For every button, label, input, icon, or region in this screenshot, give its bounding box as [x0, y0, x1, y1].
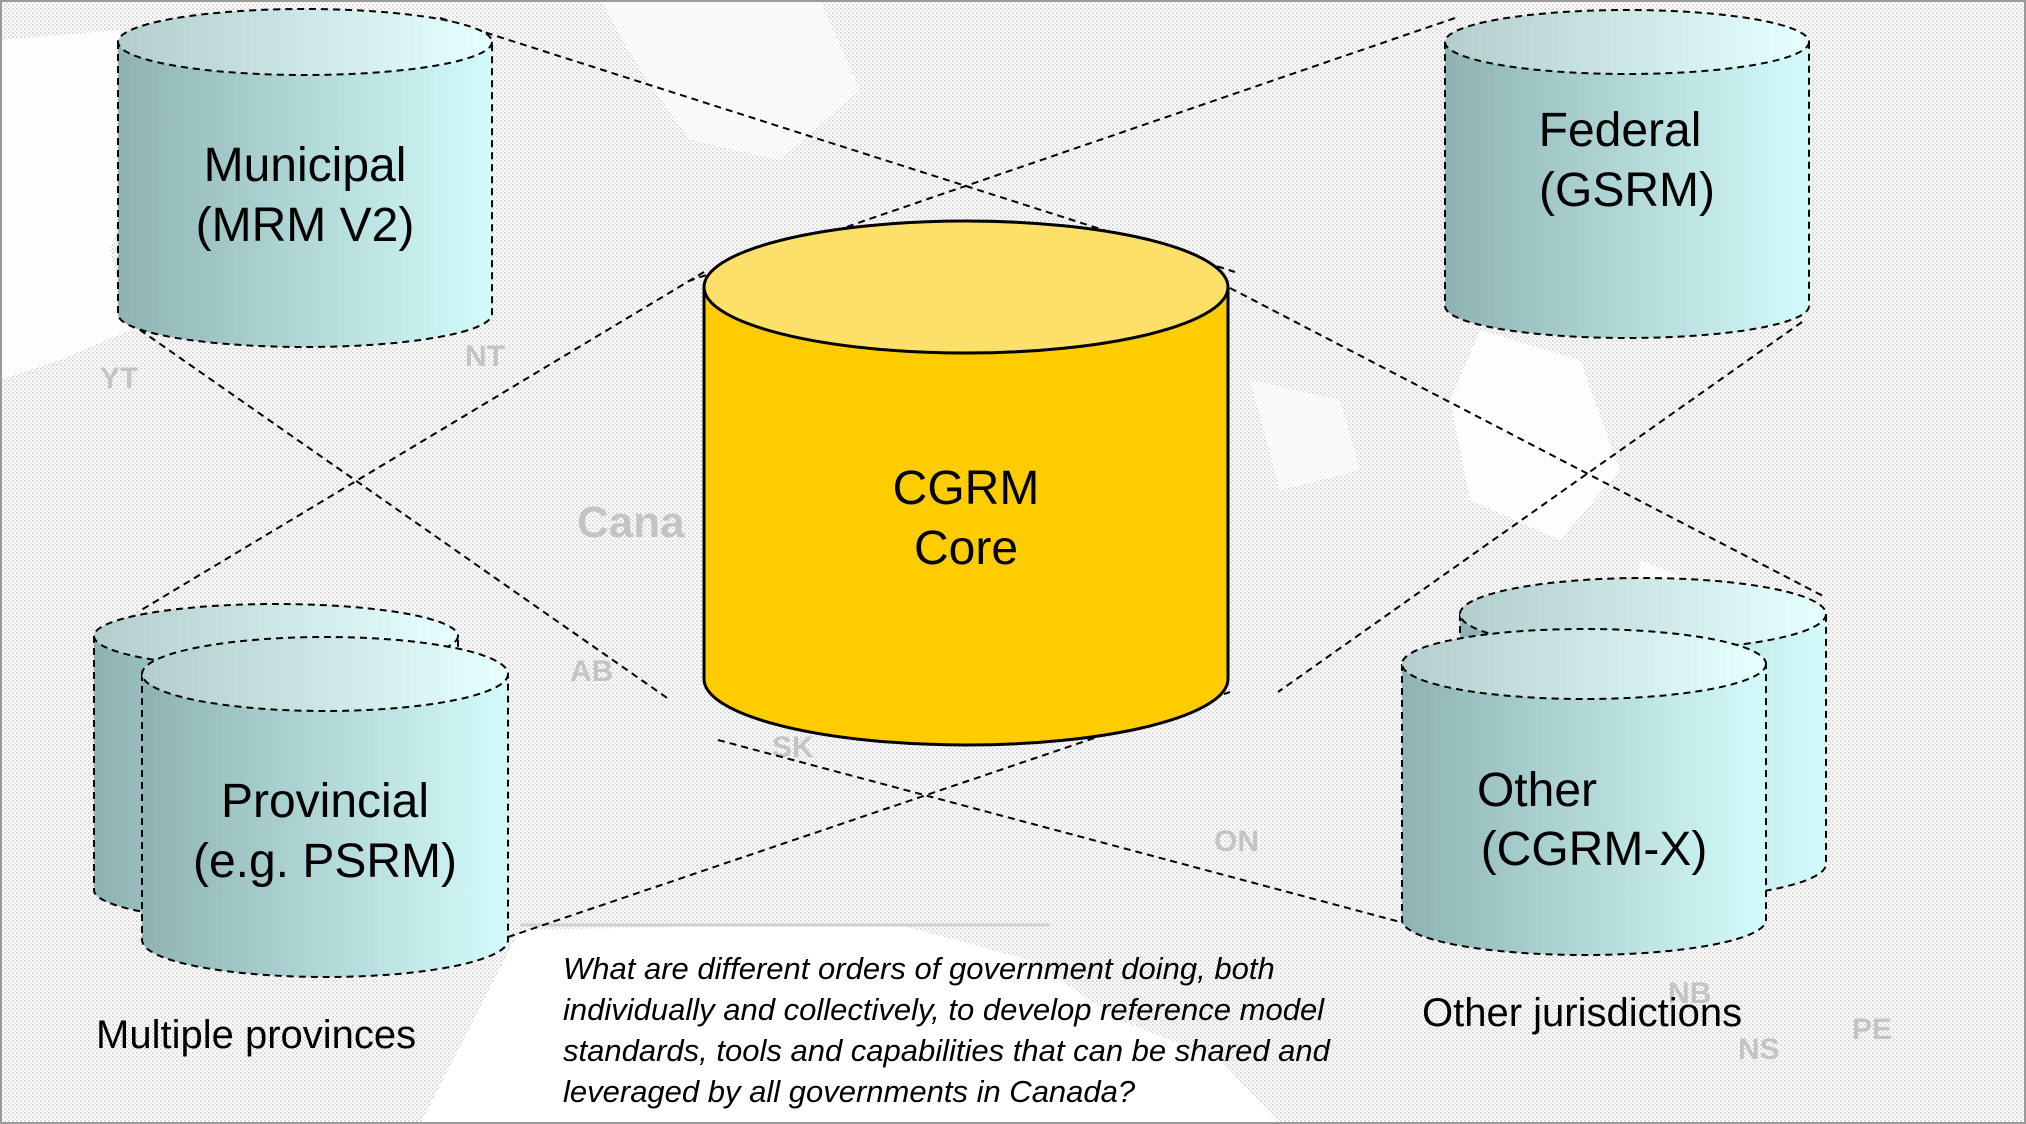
caption-other-jurisdictions: Other jurisdictions — [1422, 991, 1743, 1035]
map-labels: YT NT Cana AB SK ON NB NS PE — [100, 340, 1892, 1066]
map-label-nb: NB — [1668, 977, 1711, 1010]
federal-label-line1: Federal — [1539, 104, 1702, 157]
map-label-ab: AB — [570, 655, 613, 688]
map-label-ns: NS — [1738, 1033, 1780, 1066]
map-label-yt: YT — [100, 362, 138, 395]
map-label-pe: PE — [1852, 1013, 1892, 1046]
federal-cylinder: Federal (GSRM) — [1444, 9, 1810, 339]
municipal-label-line2: (MRM V2) — [196, 199, 415, 252]
map-label-canada: Cana — [577, 498, 685, 547]
provincial-cylinder: Provincial (e.g. PSRM) — [141, 636, 509, 978]
municipal-cylinder: Municipal (MRM V2) — [117, 8, 493, 348]
map-label-nt: NT — [465, 340, 505, 373]
provincial-label-line2: (e.g. PSRM) — [193, 835, 457, 888]
core-label-line2: Core — [914, 522, 1018, 575]
cgrm-core-cylinder: CGRM Core — [702, 219, 1230, 747]
provincial-label-line1: Provincial — [221, 775, 429, 828]
federal-label-line2: (GSRM) — [1539, 164, 1715, 217]
other-cylinder: Other (CGRM-X) — [1401, 628, 1767, 956]
municipal-label-line1: Municipal — [204, 139, 407, 192]
caption-multiple-provinces: Multiple provinces — [96, 1013, 417, 1057]
other-label-line2: (CGRM-X) — [1481, 823, 1708, 876]
map-label-on: ON — [1214, 825, 1259, 858]
question-text: What are different orders of government … — [563, 951, 1330, 1109]
map-label-sk: SK — [772, 731, 814, 764]
core-label-line1: CGRM — [893, 462, 1040, 515]
other-label-line1: Other — [1477, 764, 1597, 817]
